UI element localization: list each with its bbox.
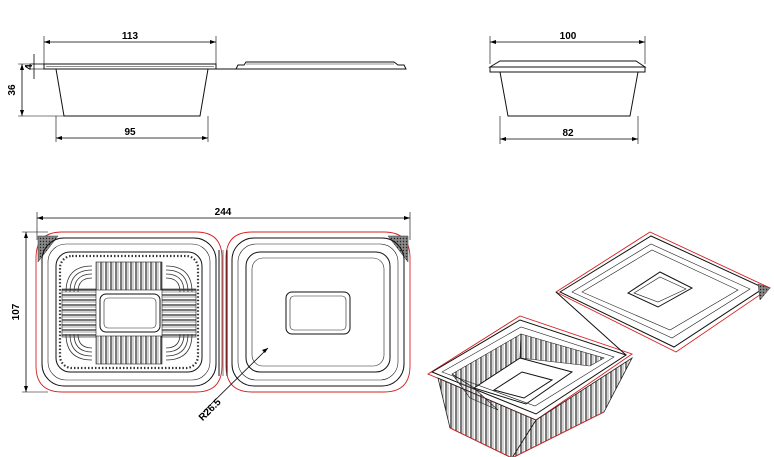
dimension-113: 113 bbox=[43, 31, 217, 64]
dimension-244: 244 bbox=[36, 207, 411, 240]
end-view: 100 82 bbox=[488, 31, 647, 144]
dimension-82: 82 bbox=[499, 116, 639, 144]
dimension-label-82: 82 bbox=[562, 128, 574, 139]
dimension-95: 95 bbox=[55, 116, 209, 142]
dimension-100: 100 bbox=[489, 31, 646, 64]
dimension-label-100: 100 bbox=[560, 31, 577, 42]
plan-view: 244 107 bbox=[11, 207, 411, 424]
dimension-label-107: 107 bbox=[11, 303, 22, 320]
isometric-view bbox=[427, 231, 771, 457]
dimension-36: 36 bbox=[7, 63, 64, 117]
dimension-107: 107 bbox=[11, 231, 48, 393]
dimension-label-113: 113 bbox=[122, 31, 139, 42]
dimension-label-4: 4 bbox=[24, 64, 35, 70]
dimension-label-36: 36 bbox=[7, 84, 18, 96]
side-view: 113 4 36 bbox=[7, 31, 407, 142]
dimension-label-244: 244 bbox=[215, 207, 232, 218]
dimension-label-95: 95 bbox=[124, 127, 136, 138]
dimension-label-r26-5: R26.5 bbox=[197, 397, 224, 424]
dimension-4: 4 bbox=[24, 54, 44, 79]
